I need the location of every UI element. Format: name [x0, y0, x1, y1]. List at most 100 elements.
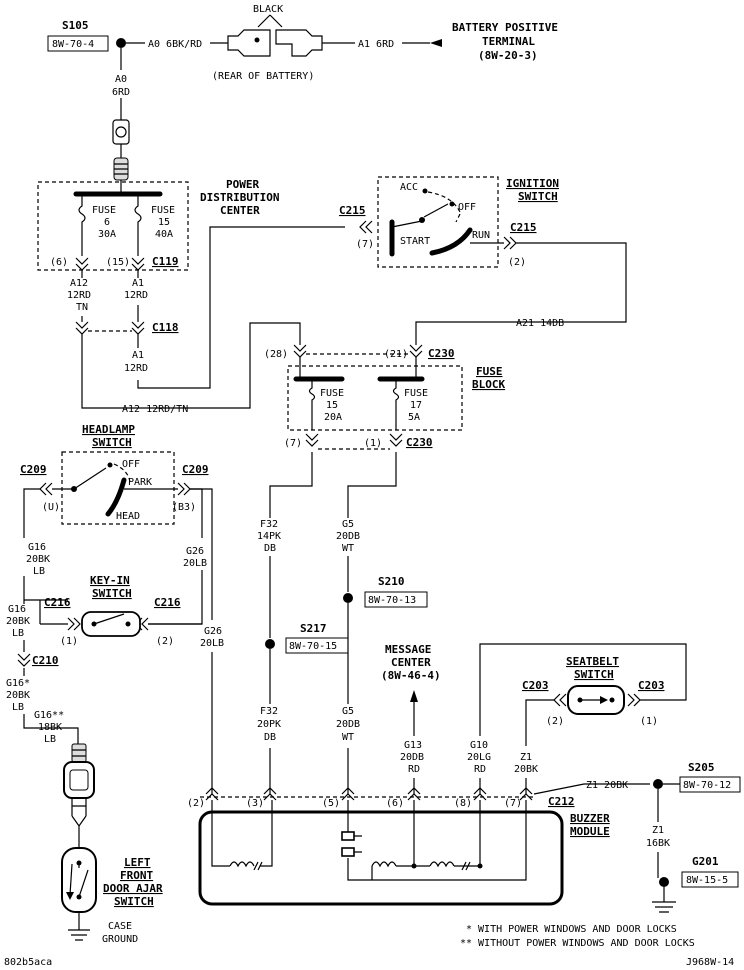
- s205-ref: 8W-70-12: [683, 780, 731, 791]
- c212-pin-2: (5): [322, 798, 340, 809]
- g16c-run: [23, 668, 79, 744]
- hl-head: HEAD: [116, 511, 140, 522]
- ign-off: OFF: [458, 202, 476, 213]
- battery-black-label: BLACK: [253, 4, 283, 15]
- s210-label: S210: [378, 575, 405, 588]
- s105-ref-box: [47, 35, 109, 52]
- ground-l2: GROUND: [102, 934, 138, 945]
- ring-terminal-icon: [112, 119, 130, 181]
- keyin-title2: SWITCH: [92, 587, 132, 600]
- hl-title2: SWITCH: [92, 436, 132, 449]
- contact-upper: [341, 831, 355, 841]
- center-down-wires: [269, 603, 349, 794]
- s217-ref: 8W-70-15: [289, 641, 337, 652]
- c203-left-label: C203: [522, 679, 549, 692]
- f32-l3: DB: [264, 543, 276, 554]
- f32b-l1: F32: [260, 706, 278, 717]
- ignition-box: [377, 176, 499, 268]
- g13-l3: RD: [408, 764, 420, 775]
- mc-l2: CENTER: [391, 656, 431, 669]
- g16b-l3: LB: [12, 628, 24, 639]
- battery-connector: BLACK (REAR OF BATTERY): [212, 4, 323, 82]
- s205-label: S205: [688, 761, 715, 774]
- ign-acc-dot: [422, 188, 428, 194]
- g10-l3: RD: [474, 764, 486, 775]
- ign-run-bar: [429, 227, 473, 256]
- note-1: * WITH POWER WINDOWS AND DOOR LOCKS: [466, 924, 677, 935]
- g16-l2: 20BK: [26, 554, 50, 565]
- f15-l3: 20A: [324, 412, 342, 423]
- g16-l3: LB: [33, 566, 45, 577]
- ign-pin2: (2): [508, 257, 526, 268]
- g26b-l2: 20LB: [200, 638, 224, 649]
- fb-title2: BLOCK: [472, 378, 505, 391]
- contact-leads: [354, 835, 362, 853]
- buzzer-internal-right: [454, 800, 481, 867]
- z1-l1: Z1: [520, 752, 532, 763]
- c118-connector-icon: [75, 321, 145, 335]
- contact-lower: [341, 847, 355, 857]
- g16-run: [23, 488, 68, 652]
- f32-l1: F32: [260, 519, 278, 530]
- a1b-l2: 12RD: [124, 363, 148, 374]
- fuse6-l1: FUSE: [92, 205, 116, 216]
- fb-fuse-links: [308, 379, 400, 430]
- terminal-line2: TERMINAL: [482, 35, 535, 48]
- c209-right-icon: [177, 482, 191, 496]
- ign-title1: IGNITION: [506, 177, 559, 190]
- s105-label: S105: [62, 19, 89, 32]
- pdc-title1: POWER: [226, 178, 259, 191]
- ign-start: START: [400, 236, 430, 247]
- g16c-l1: G16*: [6, 678, 30, 689]
- g16d-l2: 18BK: [38, 722, 62, 733]
- sb-dot-right: [609, 697, 615, 703]
- coil-left-icon: [229, 861, 255, 868]
- hl-head-bar: [105, 477, 127, 517]
- z1b-l2: 16BK: [646, 838, 670, 849]
- buzzer-internal-g5: [347, 800, 372, 881]
- a1b-l1: A1: [132, 350, 144, 361]
- pdc-fuse-links: [78, 194, 142, 256]
- g5b-l3: WT: [342, 732, 354, 743]
- a21-label: A21 14DB: [516, 318, 564, 329]
- c209-left-icon: [39, 482, 53, 496]
- g5-l2: 20DB: [336, 531, 360, 542]
- pdc-title2: DISTRIBUTION: [200, 191, 279, 204]
- buzzer-node-right: [477, 863, 483, 869]
- ign-wiper: [391, 220, 423, 228]
- ign-arc: [427, 191, 461, 223]
- g10-l1: G10: [470, 740, 488, 751]
- battery-clamp-left: [227, 29, 271, 57]
- g201-ref: 8W-15-5: [686, 875, 728, 886]
- c212-pin-5: (7): [504, 798, 522, 809]
- g10-l2: 20LG: [467, 752, 491, 763]
- hl-arm: [73, 467, 107, 490]
- f17-l2: 17: [410, 400, 422, 411]
- a0-label2: 6RD: [112, 87, 130, 98]
- sb-pin1: (1): [640, 716, 658, 727]
- ign-pivot: [419, 217, 425, 223]
- s210-dot: [343, 593, 353, 603]
- fb-pin28: (28): [264, 349, 288, 360]
- c215-left-icon: [359, 220, 373, 234]
- door-ajar-connector-icon: [63, 743, 95, 828]
- z1-right-label: Z1 20BK: [586, 780, 628, 791]
- c212-pin-4: (8): [454, 798, 472, 809]
- sb-blade-arrow: [600, 696, 608, 704]
- fuse15-l1: FUSE: [151, 205, 175, 216]
- c215-right-icon: [503, 236, 517, 250]
- g16b-l2: 20BK: [6, 616, 30, 627]
- coil-mid-icon: [371, 861, 397, 868]
- c210-icon: [17, 653, 31, 667]
- c119-label: C119: [152, 255, 179, 268]
- a12-bottom-label: A12 12RD/TN: [122, 404, 188, 415]
- c216-icons: [67, 617, 149, 631]
- c209-right-label: C209: [182, 463, 209, 476]
- a21-run: [415, 242, 627, 345]
- sb-title2: SWITCH: [574, 668, 614, 681]
- f32-l2: 14PK: [257, 531, 281, 542]
- buzzer-module-box: [198, 810, 564, 906]
- keyin-pin2: (2): [156, 636, 174, 647]
- black-arrows: [257, 14, 283, 28]
- ground-l1: CASE: [108, 921, 132, 932]
